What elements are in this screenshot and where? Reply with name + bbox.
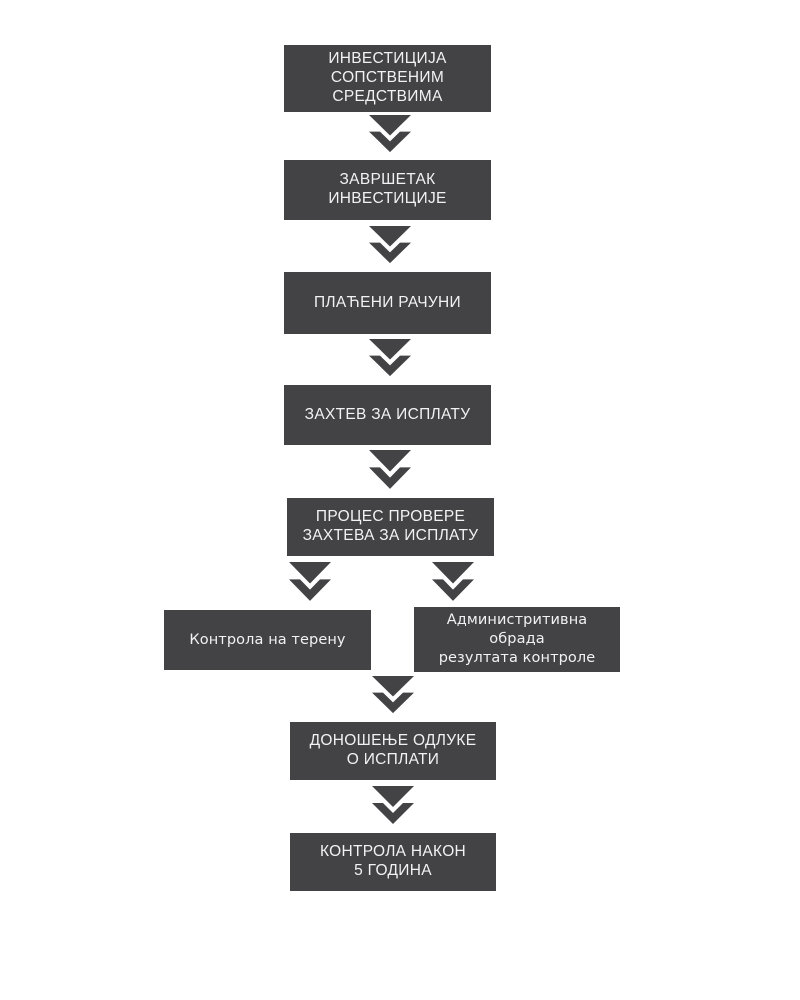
flow-node-kontrola-nakon-5-godina: КОНТРОЛА НАКОН 5 ГОДИНА	[290, 833, 496, 891]
flow-node-donosenje-odluke-o-isplati: ДОНОШЕЊЕ ОДЛУКЕ О ИСПЛАТИ	[290, 722, 496, 780]
double-chevron-down-arrow-icon	[367, 224, 413, 269]
flow-node-proces-provere-zahteva-za-isplatu: ПРОЦЕС ПРОВЕРЕ ЗАХТЕВА ЗА ИСПЛАТУ	[287, 498, 494, 556]
flow-node-label: Контрола на терену	[189, 631, 346, 648]
double-chevron-down-arrow-icon	[367, 337, 413, 382]
flow-node-label: ПРОЦЕС ПРОВЕРЕ ЗАХТЕВА ЗА ИСПЛАТУ	[302, 508, 479, 544]
flow-node-zavrsetak-investicije: ЗАВРШЕТАК ИНВЕСТИЦИЈЕ	[284, 160, 491, 220]
flow-node-investicija-sopstvenim-sredstvima: ИНВЕСТИЦИЈА СОПСТВЕНИМ СРЕДСТВИМА	[284, 45, 491, 112]
flow-node-administritivna-obrada-rezultata-kontrole: Администритивна обрада резултата контрол…	[414, 607, 620, 672]
flow-node-zahtev-za-isplatu: ЗАХТЕВ ЗА ИСПЛАТУ	[284, 385, 491, 445]
flow-node-placeni-racuni: ПЛАЋЕНИ РАЧУНИ	[284, 272, 491, 334]
flow-node-label: КОНТРОЛА НАКОН 5 ГОДИНА	[319, 843, 467, 879]
flow-node-label: ПЛАЋЕНИ РАЧУНИ	[313, 293, 461, 311]
double-chevron-down-arrow-icon	[287, 560, 333, 607]
double-chevron-down-arrow-icon	[367, 448, 413, 495]
double-chevron-down-arrow-icon	[370, 784, 416, 830]
flow-node-label: ДОНОШЕЊЕ ОДЛУКЕ О ИСПЛАТИ	[309, 732, 477, 768]
double-chevron-down-arrow-icon	[430, 560, 476, 607]
double-chevron-down-arrow-icon	[367, 113, 413, 158]
flow-node-label: ЗАВРШЕТАК ИНВЕСТИЦИЈЕ	[328, 171, 447, 207]
flow-node-label: ЗАХТЕВ ЗА ИСПЛАТУ	[304, 405, 471, 423]
double-chevron-down-arrow-icon	[370, 674, 416, 719]
flow-node-kontrola-na-terenu: Контрола на терену	[164, 610, 371, 670]
flow-node-label: ИНВЕСТИЦИЈА СОПСТВЕНИМ СРЕДСТВИМА	[328, 50, 447, 105]
flow-node-label: Администритивна обрада резултата контрол…	[438, 612, 596, 666]
